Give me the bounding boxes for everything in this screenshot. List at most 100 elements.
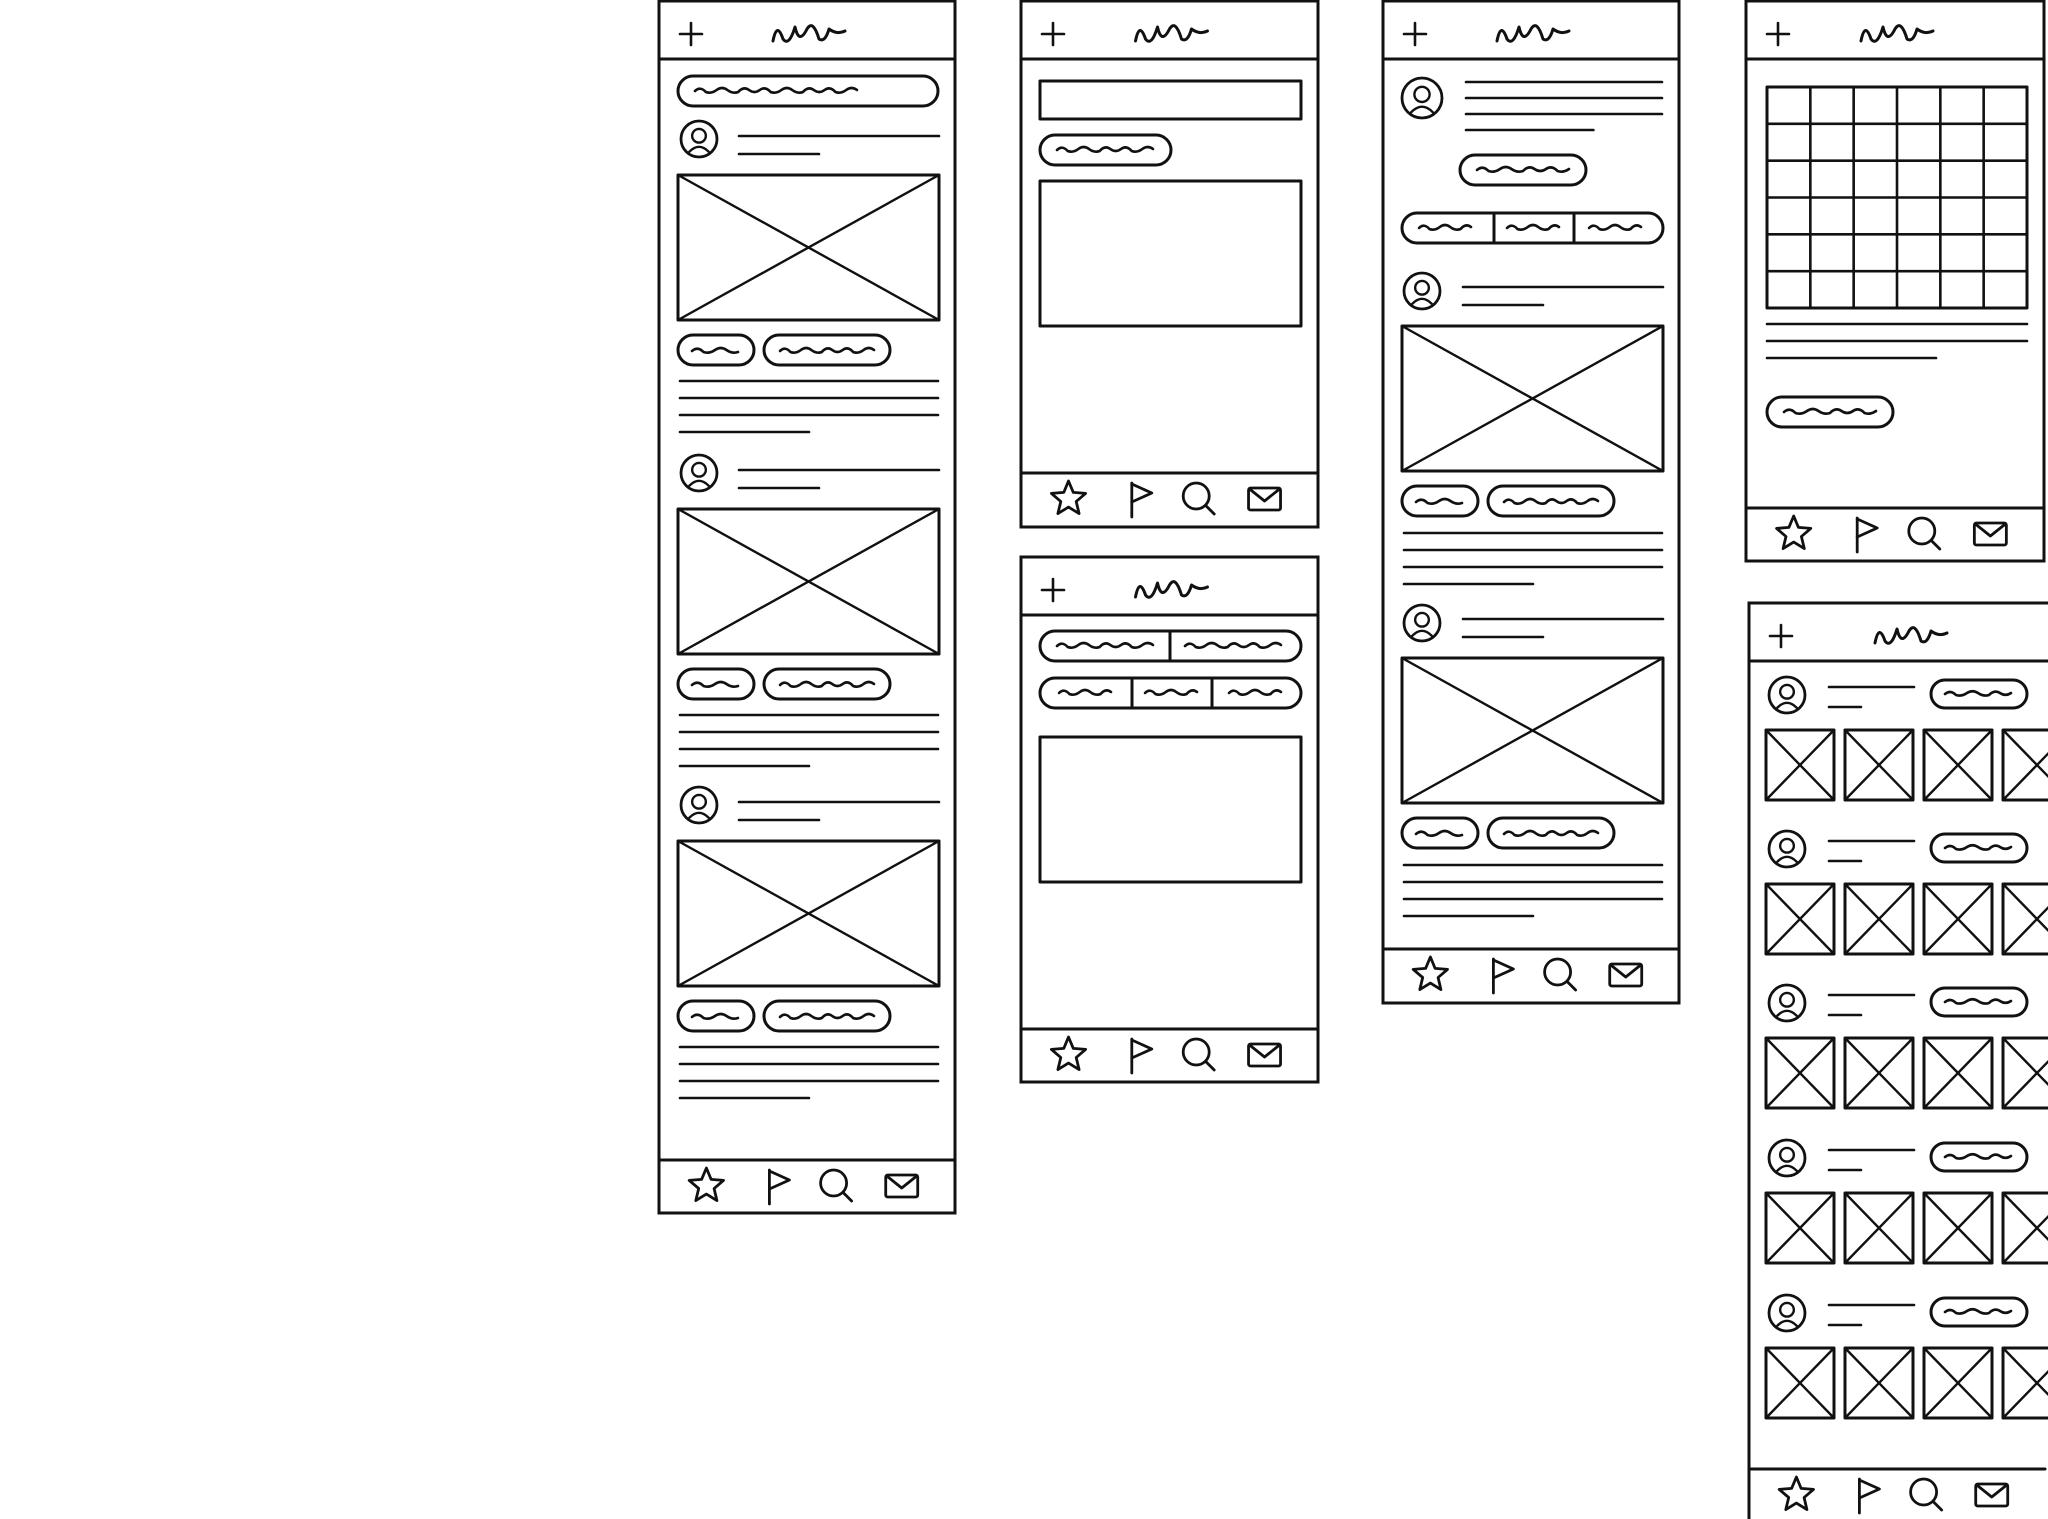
avatar-icon[interactable]	[679, 785, 719, 825]
search-icon[interactable]	[819, 1168, 853, 1203]
avatar-icon[interactable]	[1767, 1293, 1807, 1333]
flag-icon[interactable]	[1855, 516, 1879, 554]
search-icon[interactable]	[1543, 957, 1577, 992]
plus-icon[interactable]	[678, 21, 704, 47]
avatar-icon[interactable]	[1767, 829, 1807, 869]
gallery-chip-pill[interactable]	[1929, 678, 2029, 710]
search-icon[interactable]	[1181, 481, 1216, 516]
chip-long[interactable]	[1486, 816, 1616, 850]
image-frame	[2001, 1191, 2048, 1265]
avatar-icon[interactable]	[1767, 1138, 1807, 1178]
gallery-chip-pill[interactable]	[1929, 832, 2029, 864]
search-icon[interactable]	[1907, 516, 1942, 551]
text-lines	[1402, 863, 1664, 918]
chip-short-pill[interactable]	[676, 999, 756, 1033]
chip-long-pill[interactable]	[1486, 484, 1616, 518]
mail-icon[interactable]	[1974, 1482, 2010, 1508]
chip-short[interactable]	[676, 333, 756, 367]
chip-long-label	[778, 680, 876, 688]
plus-icon[interactable]	[1768, 623, 1794, 649]
gallery-chip[interactable]	[1929, 1296, 2029, 1328]
segmented-control-3[interactable]	[1400, 211, 1665, 245]
plus-icon[interactable]	[1040, 21, 1066, 47]
compose-chip-label	[1055, 145, 1155, 153]
avatar-icon[interactable]	[1767, 983, 1807, 1023]
segmented-frame[interactable]	[1038, 676, 1303, 710]
plus-icon[interactable]	[1765, 21, 1791, 47]
search-pill[interactable]	[676, 74, 940, 108]
avatar-icon[interactable]	[1402, 603, 1442, 643]
mail-icon[interactable]	[1972, 521, 2008, 547]
segmented-control-2[interactable]	[1038, 629, 1303, 663]
avatar-icon[interactable]	[1767, 675, 1807, 715]
gallery-chip-pill[interactable]	[1929, 1296, 2029, 1328]
chip-long[interactable]	[762, 999, 892, 1033]
mail-icon[interactable]	[1608, 962, 1644, 988]
segmented-frame[interactable]	[1400, 211, 1665, 245]
thumbnail	[1764, 1346, 1836, 1420]
avatar-icon[interactable]	[1402, 271, 1442, 311]
search-icon[interactable]	[1181, 1037, 1216, 1072]
gallery-chip-pill[interactable]	[1929, 986, 2029, 1018]
star-icon[interactable]	[1777, 1475, 1815, 1511]
plus-icon[interactable]	[1402, 21, 1428, 47]
gallery-row	[1764, 1138, 2048, 1265]
avatar-icon[interactable]	[679, 453, 719, 493]
chip-long-pill[interactable]	[762, 667, 892, 701]
plus-icon[interactable]	[1040, 577, 1066, 603]
chip-short-pill[interactable]	[1400, 484, 1480, 518]
gallery-chip-pill[interactable]	[1929, 1141, 2029, 1173]
chip-short[interactable]	[676, 999, 756, 1033]
star-icon[interactable]	[1775, 514, 1813, 550]
star-icon[interactable]	[687, 1166, 725, 1202]
avatar-shoulders	[1775, 855, 1799, 864]
chip-long[interactable]	[762, 667, 892, 701]
thumbnail	[2001, 882, 2048, 956]
flag-icon[interactable]	[1130, 1037, 1154, 1075]
search-icon[interactable]	[1909, 1477, 1943, 1512]
search-pill-frame[interactable]	[676, 74, 940, 108]
chip-long[interactable]	[762, 333, 892, 367]
avatar-shoulders	[1410, 629, 1434, 638]
avatar-shoulders	[1410, 297, 1434, 306]
gallery-chip[interactable]	[1929, 986, 2029, 1018]
chip-short[interactable]	[676, 667, 756, 701]
gallery-chip[interactable]	[1929, 678, 2029, 710]
chip-long[interactable]	[1486, 484, 1616, 518]
image-diag-b	[1764, 1036, 1836, 1110]
chip-short-pill[interactable]	[676, 333, 756, 367]
avatar-icon[interactable]	[1400, 76, 1444, 120]
segmented-control-3[interactable]	[1038, 676, 1303, 710]
mail-icon[interactable]	[884, 1173, 920, 1199]
star-icon[interactable]	[1050, 479, 1087, 515]
chip-short-pill[interactable]	[676, 667, 756, 701]
segment-label	[1417, 223, 1473, 231]
mail-icon[interactable]	[1247, 486, 1282, 512]
text-input[interactable]	[1038, 79, 1303, 121]
chip-short[interactable]	[1400, 816, 1480, 850]
mail-envelope	[1974, 1482, 2010, 1508]
chip-short[interactable]	[1400, 484, 1480, 518]
chip-long-pill[interactable]	[762, 333, 892, 367]
chip-long-pill[interactable]	[762, 999, 892, 1033]
mail-icon[interactable]	[1247, 1042, 1282, 1068]
chip-short-pill[interactable]	[1400, 816, 1480, 850]
gallery-chip[interactable]	[1929, 832, 2029, 864]
calendar-chip-pill[interactable]	[1765, 395, 1895, 429]
gallery-chip[interactable]	[1929, 1141, 2029, 1173]
flag-icon[interactable]	[1130, 481, 1154, 519]
star-icon[interactable]	[1050, 1035, 1087, 1071]
star-icon[interactable]	[1411, 955, 1449, 991]
flag-icon[interactable]	[1858, 1477, 1881, 1515]
flag-icon[interactable]	[768, 1168, 791, 1206]
compose-chip[interactable]	[1038, 133, 1173, 167]
image-frame	[2001, 728, 2048, 802]
calendar-chip[interactable]	[1765, 395, 1895, 429]
header-bar	[1019, 577, 1320, 617]
follow-chip-pill[interactable]	[1458, 153, 1588, 187]
chip-long-pill[interactable]	[1486, 816, 1616, 850]
compose-chip-pill[interactable]	[1038, 133, 1173, 167]
flag-icon[interactable]	[1492, 957, 1515, 995]
avatar-icon[interactable]	[679, 119, 719, 159]
follow-chip[interactable]	[1458, 153, 1588, 187]
